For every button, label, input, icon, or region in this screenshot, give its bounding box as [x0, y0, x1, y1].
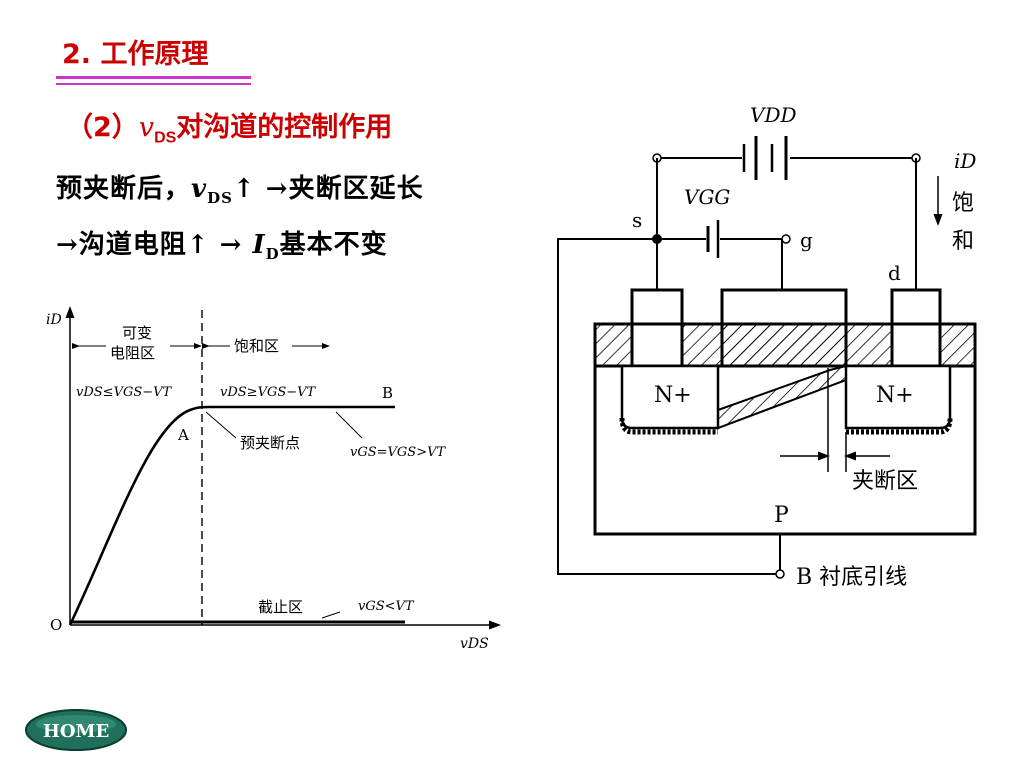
home-label: HOME — [43, 721, 109, 742]
title-underline-2 — [56, 83, 251, 85]
id-curve — [68, 405, 395, 626]
x-axis-label: vDS — [460, 636, 489, 652]
region-saturation: 饱和区 — [234, 337, 279, 355]
point-b-label: B — [382, 384, 393, 402]
slide-title: 2. 工作原理 — [62, 39, 209, 70]
id-label: iD — [954, 149, 976, 173]
pinchoff-label: 预夹断点 — [240, 434, 300, 452]
source-label: s — [632, 208, 642, 232]
line1-suffix: ↑ →夹断区延长 — [232, 174, 424, 204]
subtitle-suffix: 对沟道的控制作用 — [176, 112, 393, 143]
home-button[interactable]: HOME — [24, 708, 128, 752]
vgg-label: VGG — [684, 185, 730, 209]
drain-label: d — [888, 261, 901, 285]
subtitle-var: v — [138, 112, 155, 143]
drain-contact — [890, 288, 942, 326]
vdd-label: VDD — [750, 103, 797, 127]
output-characteristic-graph: iD vDS O 可变 电阻区 饱和区 vDS≤VGS−VT vDS≥VGS−V… — [46, 306, 501, 652]
gate-electrode — [720, 288, 848, 326]
line2-var: I — [252, 230, 266, 260]
bulk-wire — [557, 238, 776, 575]
region-variable-1: 可变 — [122, 324, 152, 342]
channel — [717, 364, 847, 430]
id-state-2: 和 — [952, 229, 974, 254]
point-a-label: A — [177, 426, 189, 444]
origin-label: O — [50, 616, 62, 634]
id-state-1: 饱 — [952, 191, 974, 216]
cond-left: vDS≤VGS−VT — [76, 385, 173, 400]
n-right-label: N+ — [876, 383, 914, 408]
subtitle-sub: DS — [154, 129, 177, 147]
title-underline — [56, 76, 251, 79]
section-subtitle: （2）vDS对沟道的控制作用 — [66, 105, 392, 147]
line2-prefix: →沟道电阻↑ → — [56, 230, 253, 260]
cutoff-label: 截止区 — [258, 598, 303, 616]
line2-sub: D — [265, 245, 280, 264]
substrate-label: P — [774, 503, 789, 528]
y-axis-label: iD — [46, 312, 62, 328]
cutoff-cond: vGS<VT — [358, 599, 415, 614]
line2-suffix: 基本不变 — [279, 230, 388, 260]
cond-right: vDS≥VGS−VT — [220, 385, 317, 400]
pinch-region-label: 夹断区 — [852, 469, 918, 494]
cutoff-leader — [321, 611, 341, 619]
curve-cond: vGS=VGS>VT — [350, 445, 446, 460]
mosfet-diagram: VDD iD 饱 和 VGG s g d B 衬底引线 N+ N+ 夹断区 P — [557, 103, 977, 590]
subtitle-prefix: （2） — [66, 112, 139, 143]
line1-sub: DS — [207, 189, 233, 208]
body-line-2: →沟道电阻↑ → ID基本不变 — [56, 224, 388, 263]
gate-label: g — [800, 228, 813, 252]
pinchoff-leader — [205, 411, 237, 439]
source-contact — [630, 288, 684, 326]
curve-cond-leader — [335, 411, 363, 439]
n-left-label: N+ — [654, 383, 692, 408]
body-line-1: 预夹断后，vDS↑ →夹断区延长 — [56, 168, 424, 207]
line1-var: v — [191, 174, 208, 204]
line1-prefix: 预夹断后， — [56, 174, 192, 204]
bulk-label: B 衬底引线 — [796, 565, 907, 590]
region-variable-2: 电阻区 — [110, 344, 155, 362]
